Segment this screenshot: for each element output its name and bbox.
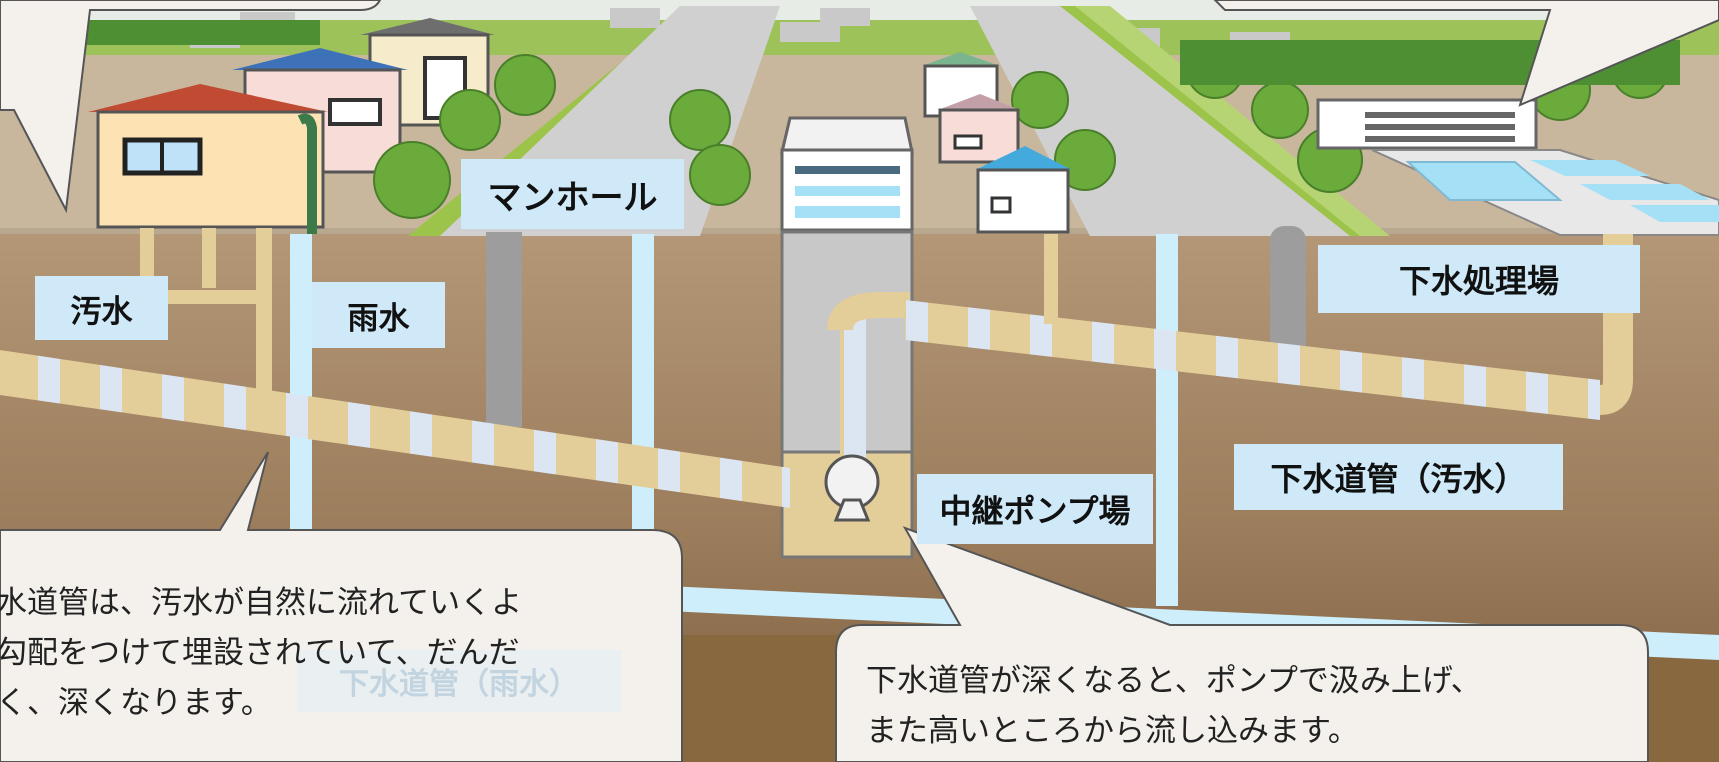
houses-center [922,52,1072,234]
pump-callout-text: 下水道管が深くなると、ポンプで汲み上げ、 また高いところから流し込みます。 [866,656,1482,756]
top-left-bubble [0,0,382,214]
treatment-plant-label: 下水処理場 [1318,245,1640,313]
sewage-label: 汚水 [35,276,168,340]
pump-callout-line-2: また高いところから流し込みます。 [866,713,1359,749]
rainwater-label: 雨水 [312,282,445,348]
treatment-plant-building [1316,98,1719,236]
house-drain-pipes [140,228,272,398]
manhole-label: マンホール [461,159,684,229]
sewer-pipe-rain-label: 下水道管（雨水） [297,650,621,712]
sewage-main-pipe [0,350,790,508]
sewer-pipe-sewage-label: 下水道管（汚水） [1234,444,1563,510]
drain-right [1044,234,1058,324]
sewage-upper-pipe [905,300,1600,420]
house-front [88,84,328,234]
pump-riser [827,292,910,478]
gradient-callout-bubble [0,451,683,762]
gradient-callout-text: 水道管は、汚水が自然に流れていくよ 勾配をつけて埋設されていて、だんだ く、深く… [0,578,522,728]
gradient-callout-line-3: く、深くなります。 [0,685,272,721]
pump-callout-line-1: 下水道管が深くなると、ポンプで汲み上げ、 [866,663,1482,699]
manhole-shaft-left [486,232,522,427]
top-right-bubble [1213,0,1719,107]
pump-callout-bubble [835,526,1649,762]
gradient-callout-line-2: 勾配をつけて埋設されていて、だんだ [0,635,520,671]
plant-inlet-pipe [1598,234,1633,415]
gradient-callout-line-1: 水道管は、汚水が自然に流れていくよ [0,585,523,621]
pump [824,454,880,522]
relay-pump-station-label: 中継ポンプ場 [917,474,1153,544]
manhole-shaft-right [1270,226,1306,356]
